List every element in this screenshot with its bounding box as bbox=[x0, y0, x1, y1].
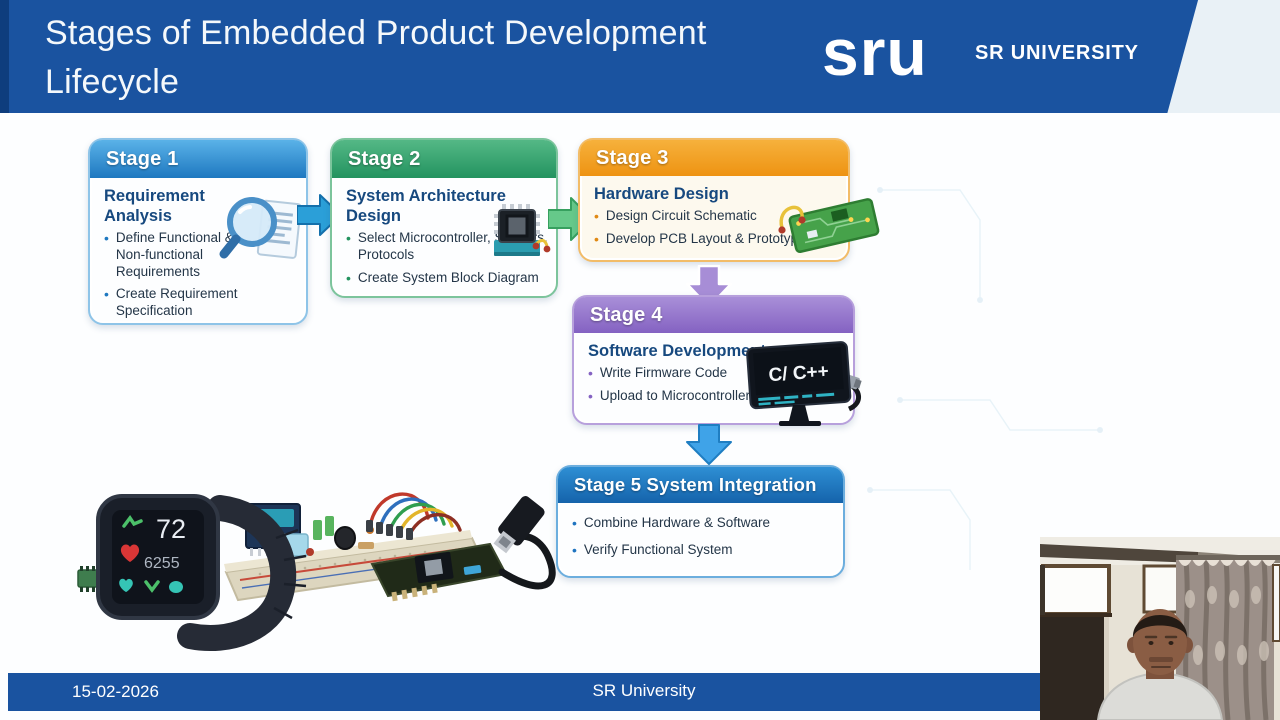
bullet-item: •Create Requirement Specification bbox=[104, 286, 238, 319]
mcu-board-icon bbox=[370, 542, 508, 602]
bullet-dot: • bbox=[594, 230, 599, 247]
steps-value: 6255 bbox=[144, 555, 180, 572]
circuit-pattern-decoration bbox=[867, 187, 1103, 570]
bullet-item: •Define Functional & Non-functional Requ… bbox=[104, 230, 234, 279]
stage-2-label: Stage 2 bbox=[348, 147, 421, 170]
watch-screen: 72 6255 bbox=[119, 514, 186, 593]
smartwatch-icon: 72 6255 bbox=[96, 494, 307, 652]
page-title-line1: Stages of Embedded Product Development bbox=[45, 14, 707, 52]
header-blue-band bbox=[0, 0, 1199, 113]
header-banner: Stages of Embedded Product Development L… bbox=[0, 0, 1280, 113]
bullet-dot: • bbox=[104, 230, 109, 247]
stage-2-header: Stage 2 bbox=[332, 140, 556, 178]
stage-5-header: Stage 5 System Integration bbox=[558, 467, 843, 503]
header-left-stripe bbox=[0, 0, 9, 113]
bullet-dot: • bbox=[104, 286, 109, 303]
stage-4-card: Stage 4 Software Development •Write Firm… bbox=[572, 295, 862, 426]
bullet-item: •Select Microcontroller, Sensors, Protoc… bbox=[346, 230, 548, 262]
bullet-item: •Develop PCB Layout & Prototype bbox=[594, 230, 806, 247]
stage-5-card: Stage 5 System Integration •Combine Hard… bbox=[556, 465, 845, 578]
page-title-line2: Lifecycle bbox=[45, 63, 180, 101]
stage-3-bullets: •Design Circuit Schematic •Develop PCB L… bbox=[594, 208, 834, 248]
stage-3-title: Hardware Design bbox=[594, 185, 729, 203]
bullet-dot: • bbox=[346, 230, 351, 247]
stage-3-label: Stage 3 bbox=[596, 146, 669, 169]
webcam-scene bbox=[1040, 537, 1280, 720]
sru-logo-icon: sru bbox=[822, 15, 928, 89]
stage-2-card: Stage 2 System Architecture Design •Sele… bbox=[330, 138, 558, 298]
footer-date: 15-02-2026 bbox=[72, 682, 159, 701]
jumper-wires-icon bbox=[366, 492, 462, 540]
stage-4-label: Stage 4 bbox=[590, 303, 663, 326]
stage-1-bullets: •Define Functional & Non-functional Requ… bbox=[104, 230, 256, 320]
stage-1-title: Requirement Analysis bbox=[104, 187, 205, 226]
bullet-item: •Create System Block Diagram bbox=[346, 269, 539, 286]
stage-4-title: Software Development bbox=[588, 342, 766, 360]
bullet-dot: • bbox=[594, 208, 599, 225]
stage-3-card: Stage 3 Hardware Design •Design Circuit … bbox=[578, 138, 880, 262]
bullet-dot: • bbox=[572, 515, 577, 531]
bullet-item: •Verify Functional System bbox=[572, 541, 733, 558]
presenter bbox=[1096, 609, 1224, 720]
embedded-hardware-illustration: 72 6255 bbox=[77, 492, 556, 652]
stage-2-bullets: •Select Microcontroller, Sensors, Protoc… bbox=[346, 230, 554, 286]
stage-5-bullets: •Combine Hardware & Software •Verify Fun… bbox=[572, 515, 822, 559]
stage-4-bullets: •Write Firmware Code •Upload to Microcon… bbox=[588, 365, 788, 405]
footer-university-name: SR University bbox=[592, 681, 696, 700]
heart-rate-value: 72 bbox=[156, 514, 186, 544]
arrow-stage4-to-stage5-icon bbox=[686, 424, 732, 465]
bullet-dot: • bbox=[588, 365, 593, 382]
stage-1-card: Stage 1 Requirement Analysis •Define Fun… bbox=[88, 138, 308, 325]
stage-4-header: Stage 4 bbox=[574, 297, 853, 333]
stage-3-header: Stage 3 bbox=[580, 140, 848, 176]
bullet-item: •Write Firmware Code bbox=[588, 365, 728, 382]
bullet-dot: • bbox=[346, 269, 351, 286]
stage-1-label: Stage 1 bbox=[106, 147, 179, 170]
bullet-item: •Upload to Microcontroller bbox=[588, 387, 750, 404]
stage-1-header: Stage 1 bbox=[90, 140, 306, 178]
page-title: Stages of Embedded Product Development L… bbox=[45, 9, 835, 107]
presenter-webcam-overlay bbox=[1040, 537, 1280, 720]
stage-2-title: System Architecture Design bbox=[346, 187, 506, 226]
bullet-dot: • bbox=[572, 541, 577, 558]
university-wordmark: SR UNIVERSITY bbox=[975, 42, 1139, 64]
bullet-dot: • bbox=[588, 387, 593, 404]
usb-cable-icon bbox=[493, 496, 556, 590]
stage-5-label: Stage 5 System Integration bbox=[574, 474, 817, 495]
bullet-item: •Combine Hardware & Software bbox=[572, 515, 770, 531]
bullet-item: •Design Circuit Schematic bbox=[594, 208, 757, 225]
